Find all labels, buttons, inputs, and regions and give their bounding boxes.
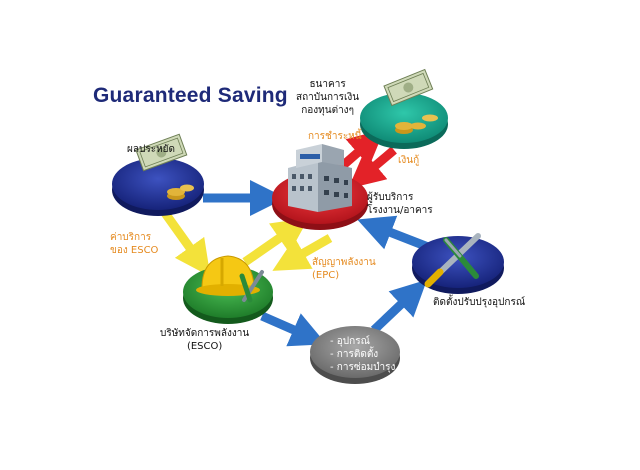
tools-icon — [239, 270, 264, 303]
service-fee-line-1: ค่าบริการ — [110, 232, 152, 243]
esco-label-line-1: บริษัทจัดการพลังงาน — [160, 328, 250, 339]
equipment-item-3: - การซ่อมบำรุง — [330, 362, 396, 373]
equipment-list: - อุปกรณ์ - การติดตั้ง - การซ่อมบำรุง — [330, 335, 395, 374]
service-fee-line-2: ของ ESCO — [110, 245, 159, 256]
bank-label-line-2: สถาบันการเงิน — [296, 92, 360, 103]
energy-contract-label: สัญญาพลังงาน (EPC) — [312, 256, 376, 282]
energy-contract-line-2: (EPC) — [312, 270, 340, 281]
arrow-equipment-to-install — [370, 279, 428, 334]
provider-label-line-2: โรงงาน/อาคาร — [367, 205, 433, 216]
bank-label-line-1: ธนาคาร — [309, 79, 346, 90]
tools-icon — [424, 233, 481, 288]
esco-label: บริษัทจัดการพลังงาน (ESCO) — [160, 327, 249, 353]
equipment-item-1: - อุปกรณ์ — [330, 336, 370, 347]
provider-label-line-1: ผู้รับบริการ — [367, 192, 414, 203]
diagram-title: Guaranteed Saving — [93, 84, 288, 107]
arrow-loan-from-bank — [348, 146, 397, 189]
equipment-item-2: - การติดตั้ง — [330, 349, 379, 360]
money-icon — [135, 133, 188, 172]
arrow-esco-to-equipment — [260, 311, 327, 347]
node-equipment — [310, 326, 400, 384]
arrow-repay-to-bank — [337, 129, 385, 172]
bank-label-line-3: กองทุนต่างๆ — [301, 105, 354, 116]
provider-label: ผู้รับบริการ โรงงาน/อาคาร — [367, 191, 433, 217]
node-provider — [272, 144, 368, 230]
node-esco — [183, 255, 273, 324]
arrow-savings-to-esco — [161, 210, 211, 277]
coins-icon — [167, 184, 194, 200]
bank-label: ธนาคาร สถาบันการเงิน กองทุนต่างๆ — [296, 78, 359, 117]
esco-label-line-2: (ESCO) — [186, 341, 223, 352]
coins-icon — [395, 114, 438, 134]
savings-label: ผลประหยัด — [127, 144, 176, 155]
repay-label: การชำระหนี้ — [308, 131, 362, 142]
energy-contract-line-1: สัญญาพลังงาน — [312, 257, 376, 268]
service-fee-label: ค่าบริการ ของ ESCO — [110, 231, 158, 257]
arrow-install-to-provider — [357, 215, 430, 252]
node-install — [412, 233, 504, 294]
node-bank — [360, 68, 448, 149]
install-label: ติดตั้งปรับปรุงอุปกรณ์ — [433, 297, 526, 308]
arrow-provider-to-esco — [272, 234, 333, 271]
money-icon — [383, 68, 434, 107]
node-savings — [112, 133, 204, 216]
building-icon — [288, 144, 352, 212]
flow-arrows — [161, 129, 430, 347]
loan-label: เงินกู้ — [398, 155, 420, 166]
arrow-esco-to-provider — [242, 217, 309, 266]
